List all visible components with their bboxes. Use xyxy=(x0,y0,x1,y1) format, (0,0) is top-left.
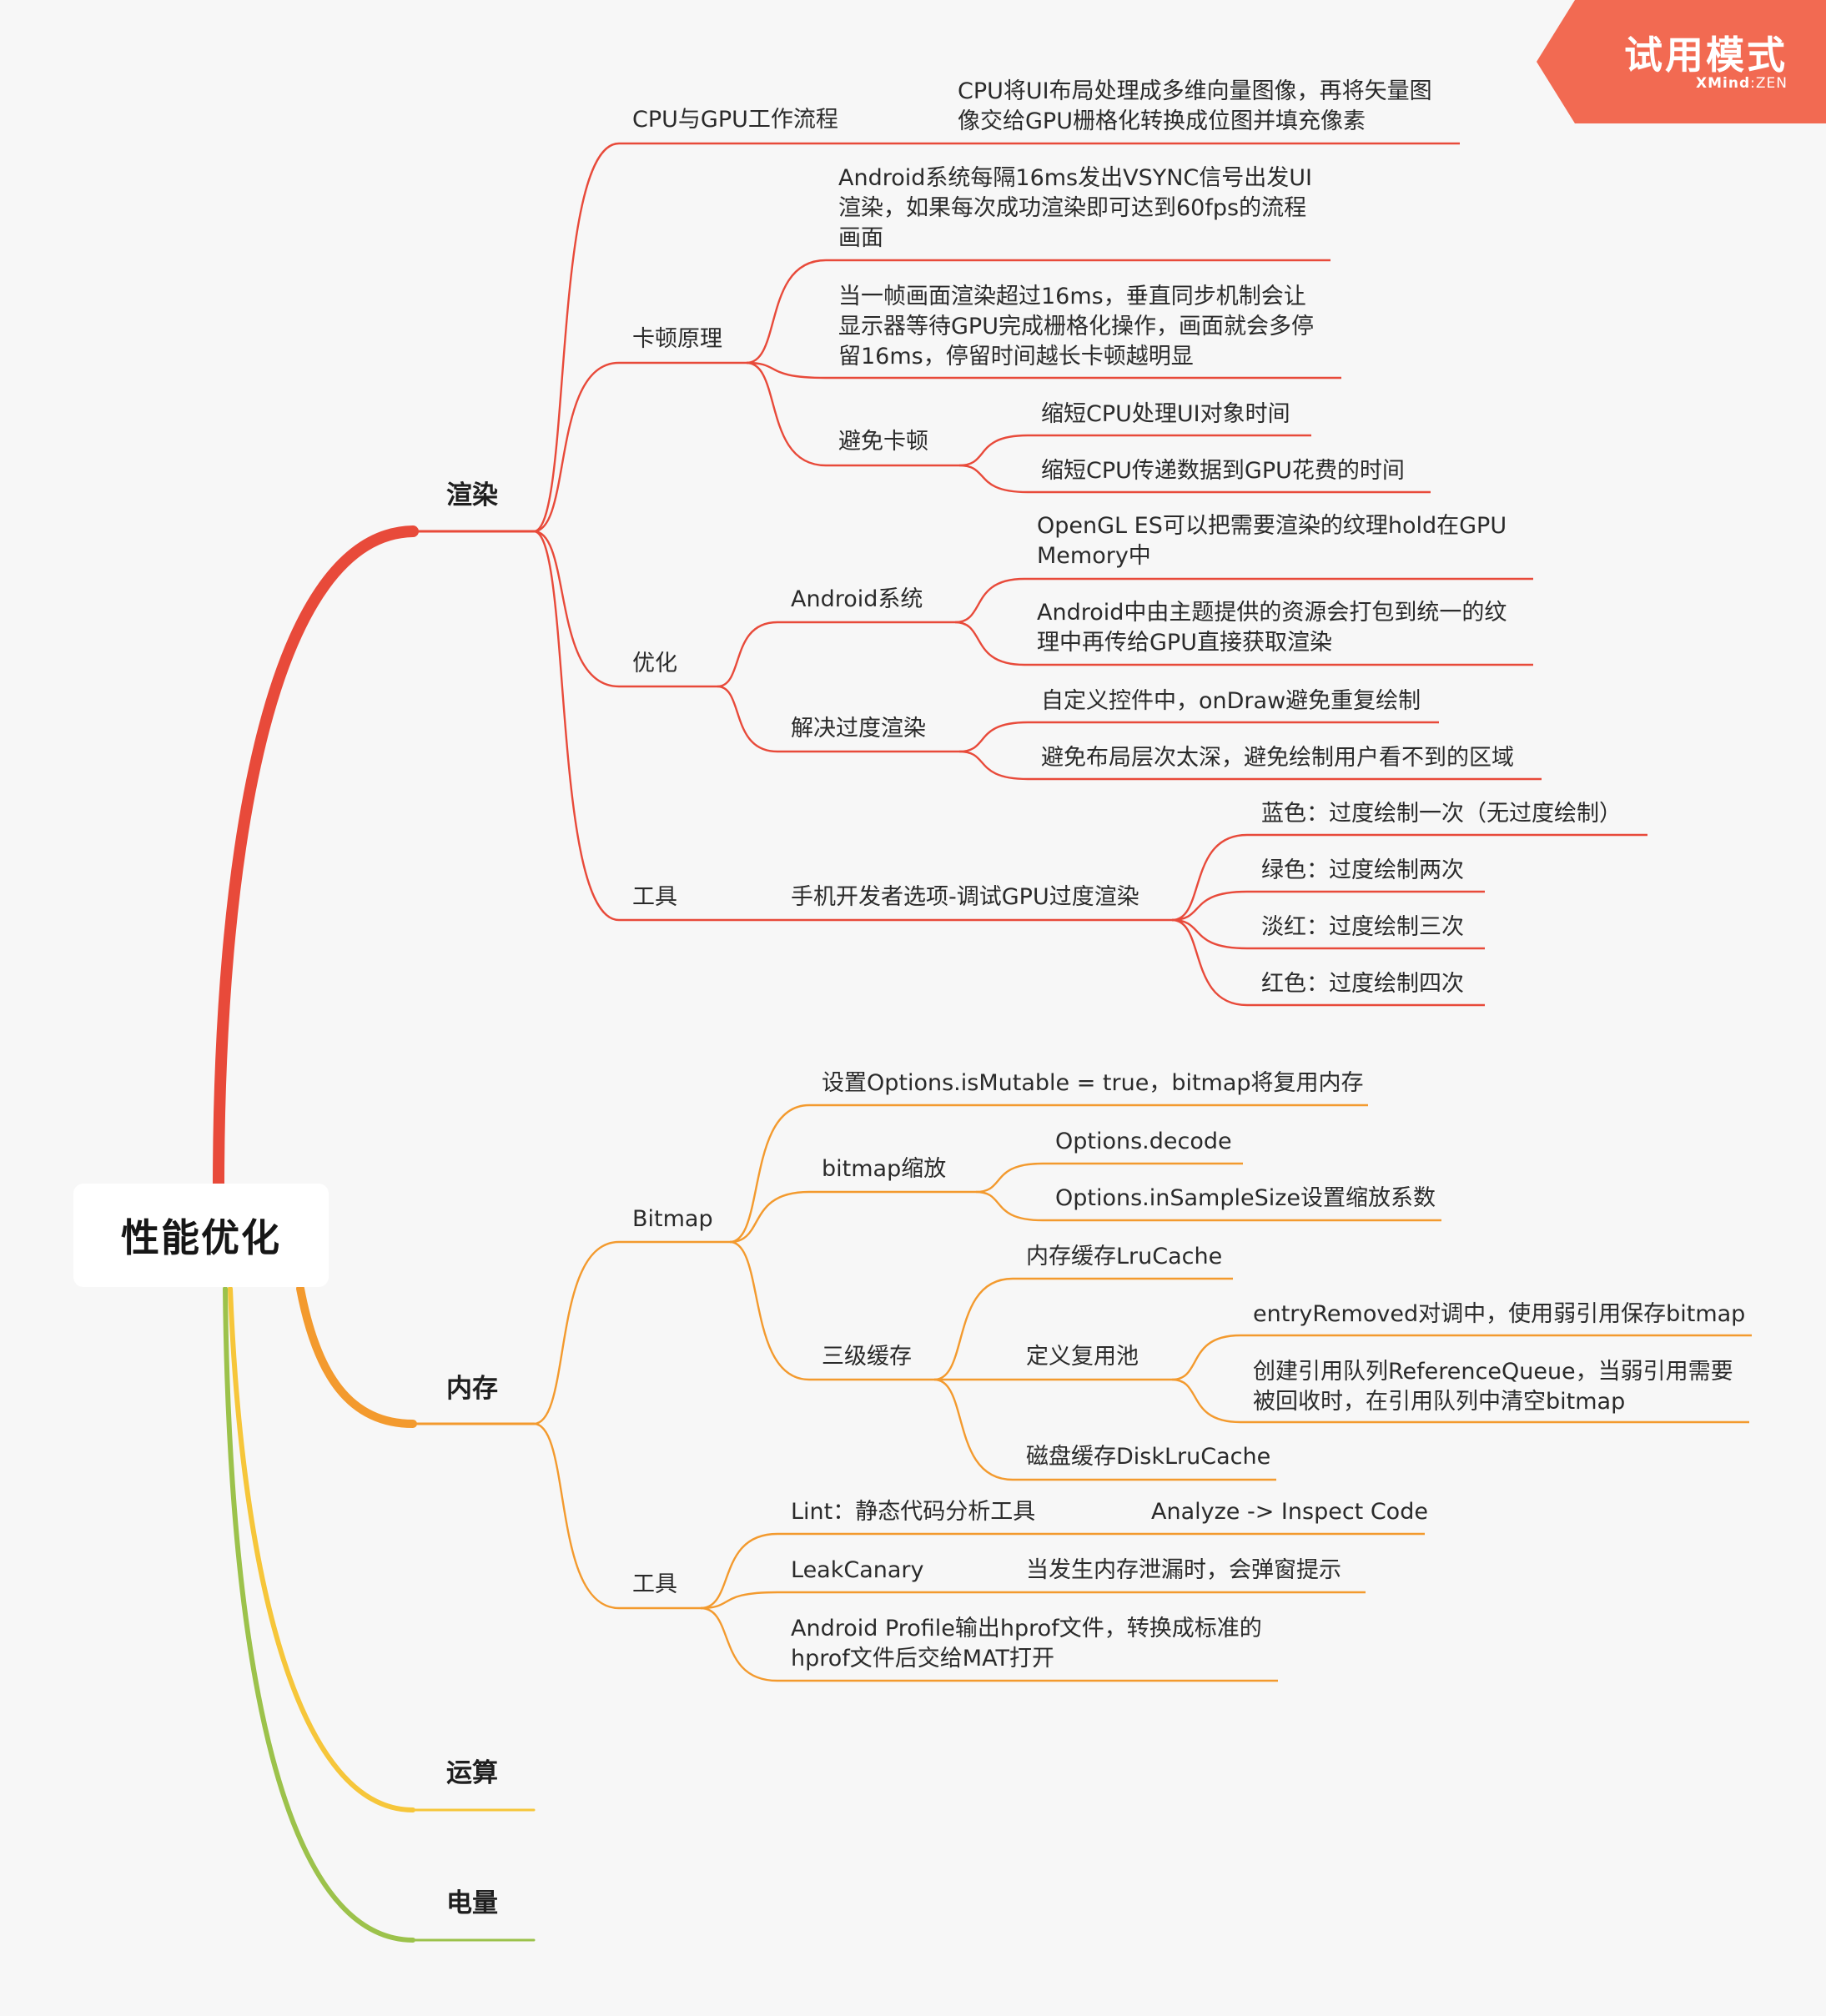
topic-power[interactable]: 电量 xyxy=(446,1888,498,1918)
topic-reuse-pool[interactable]: 定义复用池 xyxy=(1026,1344,1139,1370)
optimize-to-android xyxy=(717,621,778,688)
overdraw-to-2 xyxy=(958,750,1029,781)
topic-entry-removed[interactable]: entryRemoved对调中，使用弱引用保存bitmap xyxy=(1253,1301,1746,1327)
render-to-jank xyxy=(533,361,620,533)
topic-overdraw-fix[interactable]: 解决过度渲染 xyxy=(791,716,926,742)
topic-jank-frame[interactable]: 当一帧画面渲染超过16ms，垂直同步机制会让 显示器等待GPU完成栅格化操作，画… xyxy=(838,284,1314,370)
topic-android-system[interactable]: Android系统 xyxy=(791,586,923,612)
gpu-to-red xyxy=(1171,918,1248,1007)
topic-lru-cache[interactable]: 内存缓存LruCache xyxy=(1026,1244,1223,1269)
jank-to-vsync xyxy=(746,259,827,364)
cache-to-disk xyxy=(933,1378,1014,1481)
topic-memory-tools[interactable]: 工具 xyxy=(632,1571,677,1597)
scale-to-insample xyxy=(975,1190,1044,1222)
topic-render-tools[interactable]: 工具 xyxy=(632,884,677,910)
topic-overdraw-pink[interactable]: 淡红：过度绘制三次 xyxy=(1261,914,1464,940)
topic-opengl-es[interactable]: OpenGL ES可以把需要渲染的纹理hold在GPU Memory中 xyxy=(1037,513,1507,569)
pool-to-entry xyxy=(1171,1334,1241,1381)
optimize-to-overdraw xyxy=(717,685,778,753)
topic-leakcanary-detail[interactable]: 当发生内存泄漏时，会弹窗提示 xyxy=(1026,1557,1341,1583)
render-to-tools xyxy=(533,530,620,922)
tools-to-leak xyxy=(700,1591,778,1610)
android-to-theme xyxy=(954,621,1025,666)
branch-compute-connector xyxy=(228,1286,415,1812)
topic-three-level-cache[interactable]: 三级缓存 xyxy=(822,1344,912,1370)
render-to-optimize xyxy=(533,530,620,688)
brand-suffix: ZEN xyxy=(1755,75,1788,92)
avoid-to-1 xyxy=(958,434,1029,467)
brand-label: XMind:ZEN xyxy=(1696,75,1788,92)
android-to-opengl xyxy=(954,577,1025,624)
topic-compute[interactable]: 运算 xyxy=(446,1758,498,1788)
topic-reference-queue[interactable]: 创建引用队列ReferenceQueue，当弱引用需要 被回收时，在引用队列中清… xyxy=(1253,1359,1733,1415)
bitmap-to-scale xyxy=(729,1190,810,1244)
gpu-to-green xyxy=(1171,890,1248,922)
trial-badge-shape xyxy=(1537,0,1826,123)
topic-jank-vsync[interactable]: Android系统每隔16ms发出VSYNC信号出发UI 渲染，如果每次成功渲染… xyxy=(838,165,1312,251)
topic-leakcanary[interactable]: LeakCanary xyxy=(791,1557,924,1583)
branch-memory-connector xyxy=(296,1285,417,1428)
topic-overdraw-fix-2[interactable]: 避免布局层次太深，避免绘制用户看不到的区域 xyxy=(1041,745,1514,771)
bitmap-to-mutable xyxy=(729,1104,810,1244)
trial-title: 试用模式 xyxy=(1624,33,1788,78)
topic-options-insamplesize[interactable]: Options.inSampleSize设置缩放系数 xyxy=(1055,1185,1436,1211)
bitmap-to-cache xyxy=(729,1240,810,1381)
topic-memory[interactable]: 内存 xyxy=(446,1374,498,1404)
overdraw-to-1 xyxy=(958,721,1029,753)
render-to-cpu-gpu xyxy=(533,142,620,533)
topic-disk-lru-cache[interactable]: 磁盘缓存DiskLruCache xyxy=(1026,1444,1271,1470)
topic-gpu-overdraw-debug[interactable]: 手机开发者选项-调试GPU过度渲染 xyxy=(791,884,1139,910)
topic-overdraw-blue[interactable]: 蓝色：过度绘制一次（无过度绘制） xyxy=(1261,801,1622,827)
topic-overdraw-green[interactable]: 绿色：过度绘制两次 xyxy=(1261,857,1464,883)
tools-to-profile xyxy=(700,1606,778,1682)
topic-lint-detail[interactable]: Analyze -> Inspect Code xyxy=(1151,1499,1428,1525)
topic-avoid-jank-2[interactable]: 缩短CPU传递数据到GPU花费的时间 xyxy=(1041,458,1405,484)
pool-to-refqueue xyxy=(1171,1378,1241,1424)
memory-to-bitmap xyxy=(533,1240,620,1425)
topic-bitmap-mutable[interactable]: 设置Options.isMutable = true，bitmap将复用内存 xyxy=(822,1070,1364,1096)
topic-bitmap[interactable]: Bitmap xyxy=(632,1206,713,1232)
tools-to-lint xyxy=(700,1532,778,1610)
root-topic-label: 性能优化 xyxy=(121,1215,281,1260)
gpu-to-blue xyxy=(1171,833,1248,922)
topic-options-decode[interactable]: Options.decode xyxy=(1055,1129,1232,1154)
topic-avoid-jank-1[interactable]: 缩短CPU处理UI对象时间 xyxy=(1041,401,1290,427)
topic-optimize[interactable]: 优化 xyxy=(632,651,677,676)
memory-to-tools xyxy=(533,1422,620,1610)
topic-android-profile[interactable]: Android Profile输出hprof文件，转换成标准的 hprof文件后… xyxy=(791,1616,1262,1672)
topic-jank-principle[interactable]: 卡顿原理 xyxy=(632,326,722,352)
topic-lint[interactable]: Lint：静态代码分析工具 xyxy=(791,1499,1036,1525)
topic-avoid-jank[interactable]: 避免卡顿 xyxy=(838,429,928,455)
jank-to-avoid xyxy=(746,361,827,467)
avoid-to-2 xyxy=(958,464,1029,494)
topic-overdraw-fix-1[interactable]: 自定义控件中，onDraw避免重复绘制 xyxy=(1041,688,1421,714)
topic-overdraw-red[interactable]: 红色：过度绘制四次 xyxy=(1261,971,1464,997)
trial-mode-badge: 试用模式 XMind:ZEN xyxy=(1535,0,1826,123)
brand-name: XMind xyxy=(1696,75,1751,92)
gpu-to-pink xyxy=(1171,918,1248,950)
cache-to-lru xyxy=(933,1277,1014,1381)
topic-theme-resources[interactable]: Android中由主题提供的资源会打包到统一的纹 理中再传给GPU直接获取渲染 xyxy=(1037,600,1507,656)
root-topic[interactable]: 性能优化 xyxy=(73,1184,329,1287)
jank-to-frame xyxy=(746,361,827,380)
topic-cpu-gpu-flow[interactable]: CPU与GPU工作流程 xyxy=(632,107,838,133)
topic-render[interactable]: 渲染 xyxy=(446,480,498,510)
scale-to-decode xyxy=(975,1162,1044,1194)
topic-cpu-gpu-detail[interactable]: CPU将UI布局处理成多维向量图像，再将矢量图 像交给GPU栅格化转换成位图并填… xyxy=(958,78,1432,134)
branch-power-connector xyxy=(223,1286,415,1943)
topic-bitmap-scale[interactable]: bitmap缩放 xyxy=(822,1156,947,1182)
branch-render-connector xyxy=(213,525,419,1194)
